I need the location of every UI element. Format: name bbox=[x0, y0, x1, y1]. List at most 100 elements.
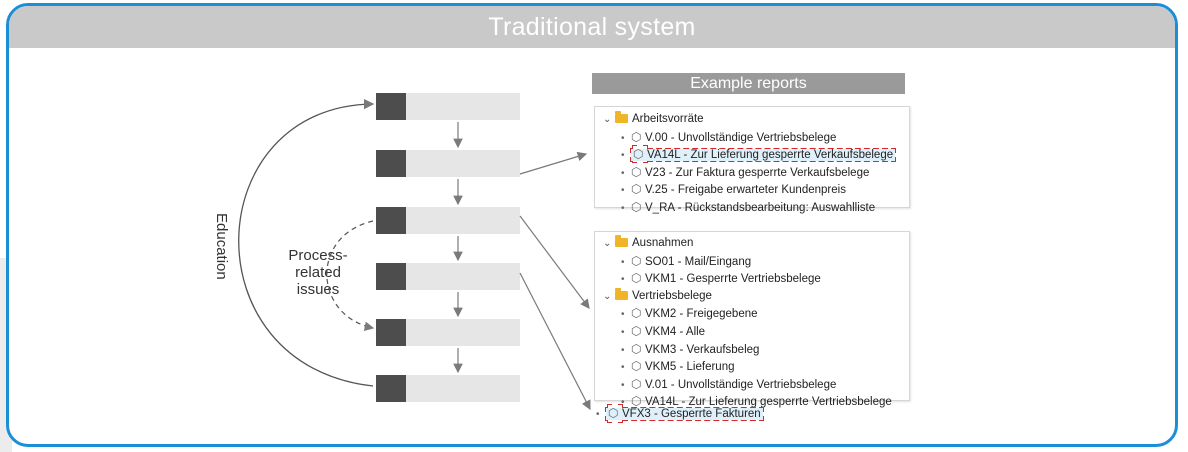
transaction-icon: ⬡ bbox=[631, 394, 642, 409]
transaction-icon: ⬡ bbox=[631, 164, 642, 179]
chevron-down-icon[interactable]: ⌄ bbox=[603, 114, 612, 125]
report-folder[interactable]: ⌄ Ausnahmen bbox=[603, 235, 693, 251]
arrow-to-worklists bbox=[519, 151, 588, 175]
process-step-box bbox=[376, 207, 520, 234]
bullet-icon: • bbox=[621, 132, 625, 144]
transaction-icon: ⬡ bbox=[633, 147, 644, 162]
transaction-icon: ⬡ bbox=[631, 182, 642, 197]
example-reports-title: Example reports bbox=[592, 73, 905, 94]
panel-header: Traditional system bbox=[9, 6, 1175, 48]
report-item-label: VFX3 - Gesperrte Fakturen bbox=[622, 408, 761, 420]
report-item-label: V.25 - Freigabe erwarteter Kundenpreis bbox=[645, 184, 846, 197]
process-step-marker bbox=[376, 263, 406, 290]
bullet-icon: • bbox=[621, 379, 625, 391]
report-item[interactable]: • ⬡VKM4 - Alle bbox=[621, 323, 705, 339]
education-arc bbox=[238, 98, 375, 387]
report-item[interactable]: • ⬡VKM2 - Freigegebene bbox=[621, 305, 758, 321]
report-item-label: VA14L - Zur Lieferung gesperrte Vertrieb… bbox=[645, 396, 892, 409]
report-item-label: SO01 - Mail/Eingang bbox=[645, 255, 752, 268]
arrow-to-vfx3 bbox=[519, 272, 591, 411]
report-item-label: V_RA - Rückstandsbearbeitung: Auswahllis… bbox=[645, 202, 876, 214]
report-item[interactable]: • ⬡V23 - Zur Faktura gesperrte Verkaufsbe… bbox=[621, 164, 869, 180]
process-step-marker bbox=[376, 207, 406, 234]
process-issues-arc bbox=[326, 220, 375, 332]
chevron-down-icon[interactable]: ⌄ bbox=[603, 290, 612, 302]
folder-icon bbox=[615, 235, 628, 247]
report-item-label: V.00 - Unvollständige Vertriebsbelege bbox=[645, 131, 837, 144]
process-step-body bbox=[406, 150, 520, 177]
reports-panel-worklists: ⌄Arbeitsvorräte•⬡V.00 - Unvollständige V… bbox=[594, 106, 910, 214]
reports-panel-exceptions: ⌄Ausnahmen•⬡SO01 - Mail/Eingang•⬡VKM1 - … bbox=[594, 231, 910, 408]
process-step-body bbox=[406, 263, 520, 290]
process-related-issues-label: Process- related issues bbox=[287, 247, 349, 298]
connector-layer bbox=[238, 98, 591, 411]
report-item[interactable]: • ⬡V_RA - Rückstandsbearbeitung: Auswahll… bbox=[621, 199, 875, 215]
report-item[interactable]: •⬡VKM5 - Lieferung bbox=[621, 358, 735, 374]
report-item[interactable]: • ⬡V.25 - Freigabe erwarteter Kundenpreis bbox=[621, 181, 846, 197]
report-folder[interactable]: ⌄ Arbeitsvorräte bbox=[603, 111, 704, 127]
transaction-icon: ⬡ bbox=[631, 253, 642, 268]
report-item-label: VKM1 - Gesperrte Vertriebsbelege bbox=[645, 273, 821, 286]
bullet-icon: • bbox=[621, 274, 625, 286]
bullet-icon: • bbox=[621, 344, 625, 356]
bullet-icon: • bbox=[621, 256, 625, 268]
chevron-down-icon[interactable]: ⌄ bbox=[603, 238, 612, 249]
report-item-label: V.01 - Unvollständige Vertriebsbelege bbox=[645, 378, 837, 391]
report-folder[interactable]: ⌄ Vertriebsbelege bbox=[603, 287, 712, 304]
process-step-marker bbox=[376, 319, 406, 346]
report-item[interactable]: • ⬡V.01 - Unvollständige Vertriebsbelege bbox=[621, 376, 836, 392]
process-step-marker bbox=[376, 150, 406, 177]
transaction-icon: ⬡ bbox=[631, 200, 642, 214]
process-step-body bbox=[406, 93, 520, 120]
process-label-line-3: issues bbox=[296, 281, 340, 298]
report-item-label: VKM4 - Alle bbox=[645, 326, 706, 338]
folder-icon bbox=[615, 111, 628, 123]
report-item-label: VKM5 - Lieferung bbox=[645, 361, 735, 374]
process-label-line-2: related bbox=[295, 264, 341, 281]
process-label-line-1: Process- bbox=[288, 247, 348, 264]
bullet-icon: • bbox=[621, 362, 625, 374]
bullet-icon: • bbox=[621, 167, 625, 179]
bullet-icon: • bbox=[621, 185, 625, 197]
report-item-label: VKM2 - Freigegebene bbox=[645, 308, 758, 321]
report-item[interactable]: • ⬡VKM3 - Verkaufsbeleg bbox=[621, 341, 759, 357]
report-item-label: V23 - Zur Faktura gesperrte Verkaufsbele… bbox=[645, 166, 870, 179]
transaction-icon: ⬡ bbox=[631, 341, 642, 356]
report-item[interactable]: • ⬡VA14L - Zur Lieferung gesperrte Vertri… bbox=[621, 393, 892, 409]
process-step-body bbox=[406, 375, 520, 402]
arrow-to-exceptions bbox=[519, 215, 590, 309]
process-step-box bbox=[376, 319, 520, 346]
bullet-icon: • bbox=[621, 397, 625, 409]
report-item[interactable]: • ⬡VA14L - Zur Lieferung gesperrte Verkau… bbox=[621, 146, 897, 163]
bullet-icon: • bbox=[621, 327, 625, 338]
transaction-icon: ⬡ bbox=[631, 376, 642, 391]
report-item-vfx3[interactable]: • ⬡VFX3 - Gesperrte Fakturen bbox=[596, 405, 764, 422]
transaction-icon: ⬡ bbox=[608, 406, 619, 420]
report-item[interactable]: • ⬡SO01 - Mail/Eingang bbox=[621, 253, 751, 269]
bullet-icon: • bbox=[621, 309, 625, 321]
report-item[interactable]: • ⬡VKM1 - Gesperrte Vertriebsbelege bbox=[621, 270, 821, 286]
bullet-icon: • bbox=[621, 203, 625, 214]
process-step-box bbox=[376, 150, 520, 177]
report-item[interactable]: • ⬡V.00 - Unvollständige Vertriebsbelege bbox=[621, 129, 836, 145]
process-step-marker bbox=[376, 93, 406, 120]
transaction-icon: ⬡ bbox=[631, 306, 642, 321]
folder-icon bbox=[615, 287, 628, 300]
process-step-body bbox=[406, 319, 520, 346]
folder-label: Ausnahmen bbox=[632, 237, 694, 249]
process-step-box bbox=[376, 375, 520, 402]
transaction-icon: ⬡ bbox=[631, 129, 642, 144]
report-item-label: VA14L - Zur Lieferung gesperrte Verkaufs… bbox=[647, 149, 894, 162]
report-item-label: VKM3 - Verkaufsbeleg bbox=[645, 343, 760, 356]
process-step-marker bbox=[376, 375, 406, 402]
bullet-icon: • bbox=[596, 409, 600, 420]
bullet-icon: • bbox=[621, 150, 625, 162]
process-step-box bbox=[376, 93, 520, 120]
folder-label: Vertriebsbelege bbox=[632, 289, 712, 302]
folder-label: Arbeitsvorräte bbox=[632, 113, 704, 125]
process-step-box bbox=[376, 263, 520, 290]
process-step-body bbox=[406, 207, 520, 234]
transaction-icon: ⬡ bbox=[631, 271, 642, 286]
traditional-system-panel: Traditional system Education Process- re… bbox=[6, 3, 1178, 447]
transaction-icon: ⬡ bbox=[631, 324, 642, 338]
